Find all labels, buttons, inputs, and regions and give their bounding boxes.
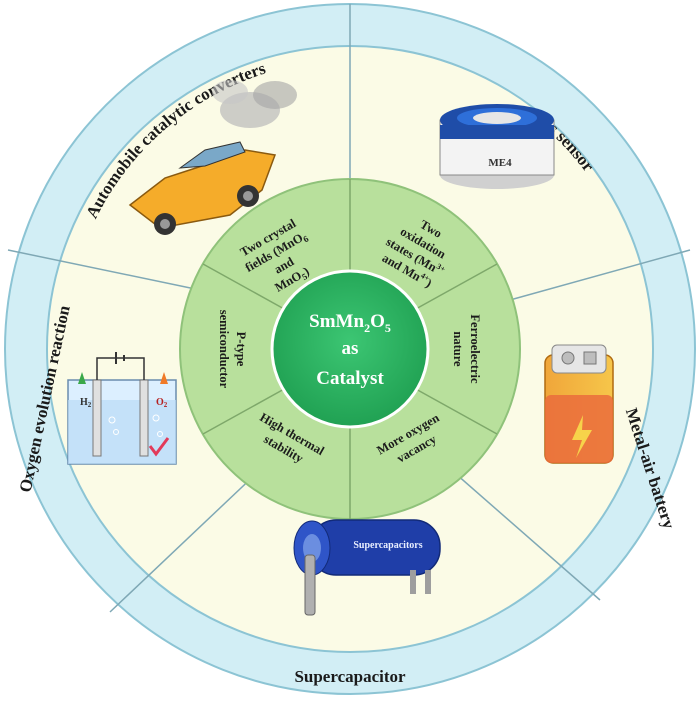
car-icon <box>128 80 297 235</box>
property-dividers <box>202 179 498 519</box>
property-p-type: P-type semiconductor <box>217 310 248 389</box>
outer-dividers <box>7 4 691 613</box>
svg-text:nature: nature <box>451 331 465 367</box>
svg-text:semiconductor: semiconductor <box>217 310 231 389</box>
property-ferroelectric: Ferroelectric nature <box>451 314 482 384</box>
label-supercapacitor: Supercapacitor <box>294 667 406 686</box>
svg-text:O2: O2 <box>156 397 168 409</box>
svg-text:H2: H2 <box>80 397 92 409</box>
gas-sensor-icon: ME4 <box>439 104 555 189</box>
svg-text:Supercapacitors: Supercapacitors <box>353 540 422 551</box>
oer-cell-icon: H2 O2 <box>67 352 177 465</box>
svg-text:ME4: ME4 <box>488 157 512 169</box>
center-as: as <box>342 338 359 359</box>
center-formula: SmMn2O5 <box>309 311 391 335</box>
supercapacitor-icon: Supercapacitors <box>293 519 441 616</box>
svg-text:Ferroelectric: Ferroelectric <box>468 314 482 384</box>
center-circle <box>270 269 430 429</box>
svg-text:P-type: P-type <box>234 332 248 367</box>
battery-icon <box>544 344 614 464</box>
center-catalyst: Catalyst <box>316 368 384 389</box>
